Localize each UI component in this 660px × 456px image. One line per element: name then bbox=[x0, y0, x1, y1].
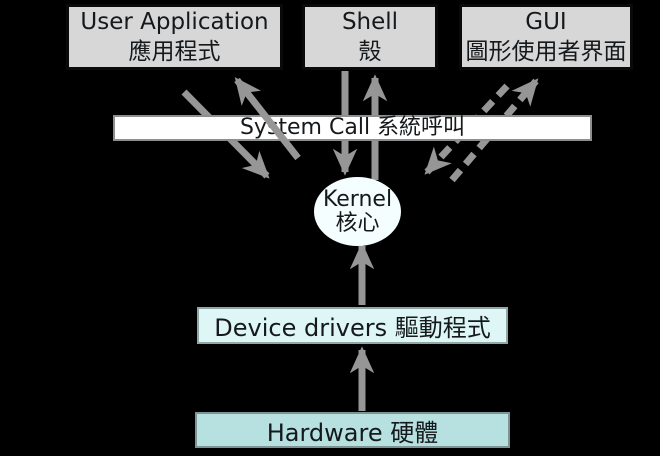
node-kernel: Kernel 核心 bbox=[314, 177, 401, 246]
device-drivers-label: Device drivers 驅動程式 bbox=[214, 314, 491, 342]
node-device-drivers: Device drivers 驅動程式 bbox=[197, 307, 508, 344]
shell-label-zh: 殼 bbox=[358, 39, 382, 65]
node-user-application: User Application 應用程式 bbox=[66, 4, 283, 70]
node-gui: GUI 圖形使用者界面 bbox=[459, 4, 633, 70]
node-hardware: Hardware 硬體 bbox=[195, 412, 510, 448]
arrow-kernel-to-user-application bbox=[234, 77, 301, 161]
gui-label-en: GUI bbox=[525, 9, 567, 35]
hardware-label: Hardware 硬體 bbox=[266, 418, 439, 447]
kernel-label-zh: 核心 bbox=[335, 210, 380, 236]
gui-label-zh: 圖形使用者界面 bbox=[465, 39, 627, 65]
node-shell: Shell 殼 bbox=[302, 4, 438, 70]
user-application-label-en: User Application bbox=[80, 9, 269, 35]
user-application-label-zh: 應用程式 bbox=[128, 39, 221, 65]
kernel-label-en: Kernel bbox=[322, 186, 393, 212]
shell-label-en: Shell bbox=[341, 9, 399, 35]
